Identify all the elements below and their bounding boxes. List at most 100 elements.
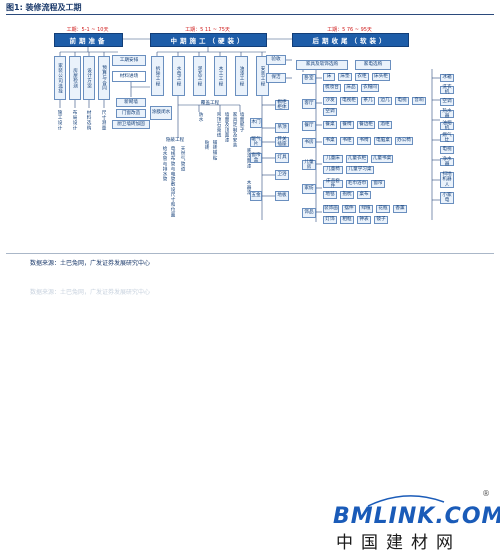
living-item-tv-stand: 电视柜: [340, 97, 358, 105]
figure-title: 图1: 装修流程及工期: [6, 3, 82, 12]
study-item-desk: 书桌: [323, 137, 337, 145]
appliance-ac: 空调: [440, 98, 454, 106]
decor-item-clock: 钟表: [357, 216, 371, 224]
install-item-curtain-box: 窗帘盒: [250, 152, 262, 163]
decor-item-mirror: 镜子: [374, 216, 388, 224]
install-item-ceiling: 吊顶: [275, 123, 289, 133]
bedroom-item-closet: 衣帽间: [361, 84, 379, 92]
bedroom-item-wardrobe: 衣柜: [355, 73, 369, 81]
decor-item-vase: 花瓶: [376, 205, 390, 213]
study-item-pc-desk: 电脑桌: [374, 137, 392, 145]
living-item-sofa: 沙发: [323, 97, 337, 105]
dining-item-sideboard: 餐边柜: [357, 121, 375, 129]
decor-item-ornament: 摆件: [342, 205, 356, 213]
watermark-brand-logo: BMLINK.COM: [333, 504, 500, 529]
bedroom-item-bedding: 床品: [344, 84, 358, 92]
study-item-office-chair: 办公椅: [395, 137, 413, 145]
schedule-box: 工期安排: [112, 55, 146, 66]
registered-mark: ®: [482, 489, 490, 498]
wood-item-furniture: 家具定制及安装: [232, 112, 238, 148]
plumbing-box: 水电工程: [172, 56, 185, 96]
appliance-washer: 洗衣机: [440, 85, 454, 95]
decor-item-plant: 绿植: [359, 205, 373, 213]
bedroom-item-bed: 床: [323, 73, 335, 81]
connector-lines: [59, 38, 440, 222]
textile-item-towel: 毛巾浴巾: [346, 180, 368, 188]
phase-3-header: 后期收尾（软装）: [292, 33, 409, 47]
watermark-swoosh-icon: [367, 495, 445, 507]
pre-item-inspection: 房屋检测: [69, 56, 81, 100]
kids-item-study-desk: 儿童学习桌: [346, 166, 374, 174]
kids-item-desk: 儿童书桌: [371, 155, 393, 163]
source-rule: [6, 253, 494, 254]
appliance-tv: 电视: [440, 146, 454, 154]
installation-box: 安装工程: [256, 56, 269, 96]
wall-reinforce-box: 厨卫墙砖加固: [112, 120, 150, 129]
textile-item-tablecloth: 桌布: [357, 191, 371, 199]
wood-item-paint: 墙面及顶面漆: [224, 112, 230, 143]
bedroom-item-nightstand: 床头柜: [372, 73, 390, 81]
textile-item-rug: 地毯: [323, 191, 337, 199]
phase-1-header: 前期准备: [54, 33, 123, 47]
bedroom-item-mattress: 床垫: [338, 73, 352, 81]
textile-item-set: 床品套件: [323, 179, 343, 189]
room-dining: 餐厅: [302, 121, 316, 131]
hidden-item-wiring: 电线布管与电管敷设尺寸和位置: [170, 146, 176, 218]
dining-item-wine-cabinet: 酒柜: [378, 121, 392, 129]
room-study: 书房: [302, 138, 316, 148]
check-box: 验收: [266, 55, 286, 65]
decor-item-painting: 装饰画: [323, 205, 339, 213]
pre-item-company: 家装公司选择: [54, 56, 66, 100]
furniture-header: 家具及软饰选购: [296, 60, 348, 70]
tiling-box: 泥瓦工程: [193, 56, 206, 96]
wood-item-ceiling: 吊顶石膏线: [216, 112, 222, 138]
appliance-header: 家电选购: [355, 60, 391, 70]
phase-2-days: 工期：5 11 ~ 75天: [185, 27, 230, 33]
install-item-bath: 卫浴: [275, 170, 289, 180]
pre-sub-materials: 材料选购: [86, 110, 92, 131]
room-living: 客厅: [302, 99, 316, 109]
paint-item-putty: 墙面腻子: [239, 112, 245, 133]
appliance-stove: 燃气灶: [440, 133, 454, 143]
room-decor: 饰品: [302, 208, 316, 218]
hidden-works-label: 隐蔽工程: [165, 138, 185, 143]
room-textiles: 家纺: [302, 184, 316, 194]
study-item-chair: 书椅: [357, 137, 371, 145]
material-entry-box: 材料进场: [112, 71, 146, 82]
watermark-chinese-logo: 中国建材网: [336, 533, 461, 553]
install-item-radiator: 暖气片: [250, 136, 262, 147]
living-item-tv: 电视: [395, 97, 409, 105]
install-item-lamps: 灯具: [275, 153, 289, 163]
install-item-hardware: 五金: [250, 191, 262, 201]
pre-sub-layout: 布局设计: [72, 110, 78, 131]
phase-1-days: 工期：5-1 ~ 10天: [66, 27, 109, 33]
appliance-hood: 油烟机: [440, 121, 454, 131]
pre-item-design: 设计方案: [83, 56, 95, 100]
paint-item-primer: 底漆面漆: [246, 148, 252, 169]
painting-box: 油漆工程: [235, 56, 248, 96]
living-item-ac: 空调: [323, 108, 337, 116]
room-kids: 儿童房: [302, 160, 316, 170]
coating-item-tiles: 贴砖: [204, 140, 210, 151]
new-wall-box: 新砌墙: [116, 98, 146, 107]
bedroom-item-dresser: 梳妆台: [323, 84, 341, 92]
appliance-small: 小家电: [440, 192, 454, 204]
living-item-coffee-table: 茶几: [361, 97, 375, 105]
phase-3-days: 工期：5 76 ~ 95天: [327, 27, 372, 33]
title-rule: [6, 14, 494, 15]
phase-2-header: 中期施工（硬装）: [150, 33, 267, 47]
textile-item-curtain: 窗帘: [371, 180, 385, 188]
install-item-door: 木门: [250, 118, 262, 128]
appliance-purifier: 净水器: [440, 157, 454, 167]
kids-item-bed: 儿童床: [323, 155, 343, 163]
install-item-cabinet: 橱柜柜体: [275, 100, 289, 110]
install-item-switch: 开关插座: [275, 137, 289, 147]
kids-item-wardrobe: 儿童衣柜: [346, 155, 368, 163]
textile-item-pillow: 抱枕: [340, 191, 354, 199]
appliance-fridge: 冰箱: [440, 74, 454, 82]
kids-item-chair: 儿童椅: [323, 166, 343, 174]
decor-item-frame: 相框: [340, 216, 354, 224]
coating-item-waterproof: 防水: [198, 112, 204, 123]
appliance-heater: 热水器: [440, 109, 454, 119]
coating-item-paving: 铺砖铺贴: [212, 140, 218, 161]
